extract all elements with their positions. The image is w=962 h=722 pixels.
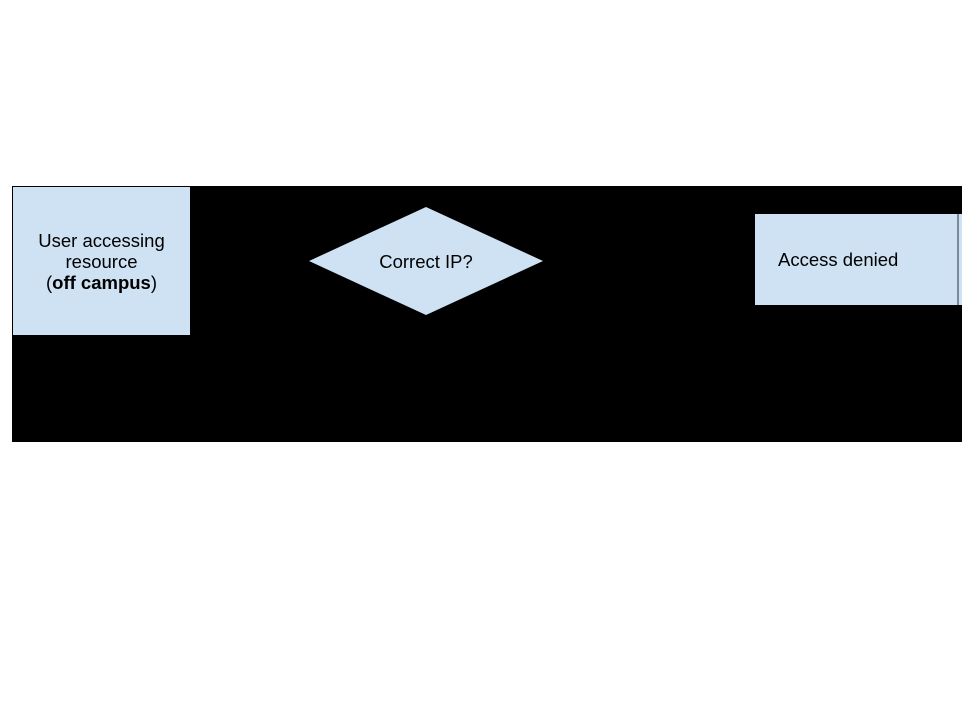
start-node-line2: resource [65,250,138,272]
start-node-line3-close: ) [150,271,158,293]
denied-node-right-border [957,214,959,305]
start-node-line1: User accessing [38,229,165,251]
decision-node-label: Correct IP? [379,250,473,272]
start-node: User accessing resource (off campus) [12,186,191,336]
start-node-line3-open: ( [45,271,53,293]
start-node-label: User accessing resource (off campus) [38,230,164,293]
denied-node-label: Access denied [778,249,899,270]
start-node-line3-bold: off campus [52,271,151,293]
denied-node: Access denied [754,213,962,306]
